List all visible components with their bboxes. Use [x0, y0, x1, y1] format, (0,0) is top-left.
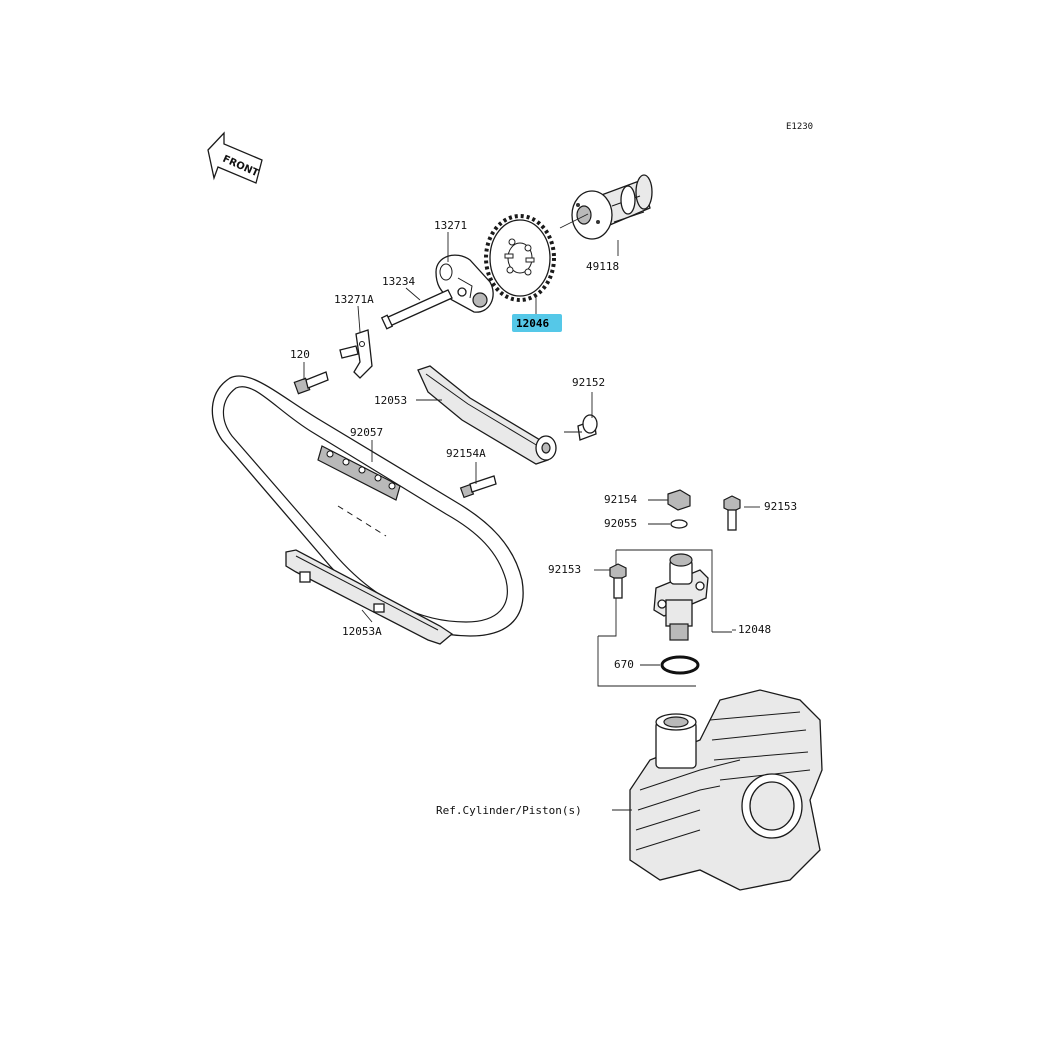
label-ref-cylinder[interactable]: Ref.Cylinder/Piston(s) — [436, 804, 582, 817]
highlight-box — [512, 314, 562, 332]
chain-guide-lower-part[interactable] — [285, 549, 454, 645]
cam-sprocket-part[interactable] — [484, 214, 556, 302]
label-120[interactable]: 120 — [290, 348, 310, 361]
label-92055[interactable]: 92055 — [604, 517, 637, 530]
camshaft-part[interactable] — [571, 174, 653, 240]
bolt-92154a-part[interactable] — [459, 475, 497, 499]
label-92153-left[interactable]: 92153 — [548, 563, 581, 576]
bolt-120-part[interactable] — [293, 371, 329, 395]
pivot-bolt-part[interactable] — [577, 414, 598, 441]
label-13271[interactable]: 13271 — [434, 219, 467, 232]
bolt-92153-right-part[interactable] — [723, 495, 741, 531]
label-12048[interactable]: 12048 — [738, 623, 771, 636]
label-92153-right[interactable]: 92153 — [764, 500, 797, 513]
front-arrow-icon: FRONT — [207, 131, 263, 184]
cap-bolt-part[interactable] — [667, 489, 691, 511]
label-92057[interactable]: 92057 — [350, 426, 383, 439]
label-13271a[interactable]: 13271A — [334, 293, 374, 306]
chain-tensioner-blade-part[interactable] — [417, 365, 557, 465]
label-12053[interactable]: 12053 — [374, 394, 407, 407]
decompression-shaft-part[interactable] — [380, 289, 453, 330]
bracket-part[interactable] — [339, 329, 373, 379]
chain-links — [317, 445, 401, 501]
leader-lines — [303, 213, 760, 811]
label-92154a[interactable]: 92154A — [446, 447, 486, 460]
label-92152[interactable]: 92152 — [572, 376, 605, 389]
cam-chain-part[interactable] — [211, 375, 524, 637]
cam-chain-tensioner-part[interactable] — [653, 553, 709, 641]
decompression-plate-part[interactable] — [435, 254, 494, 313]
diagram-code: E1230 — [786, 122, 813, 132]
label-12046[interactable]: 12046 — [516, 317, 549, 330]
cylinder-part[interactable] — [629, 689, 823, 891]
o-ring-large-part[interactable] — [660, 655, 700, 675]
label-13234[interactable]: 13234 — [382, 275, 415, 288]
label-49118[interactable]: 49118 — [586, 260, 619, 273]
o-ring-small-part[interactable] — [670, 519, 688, 529]
bolt-92153-left-part[interactable] — [609, 563, 627, 599]
label-92154[interactable]: 92154 — [604, 493, 637, 506]
label-12053a[interactable]: 12053A — [342, 625, 382, 638]
label-670[interactable]: 670 — [614, 658, 634, 671]
